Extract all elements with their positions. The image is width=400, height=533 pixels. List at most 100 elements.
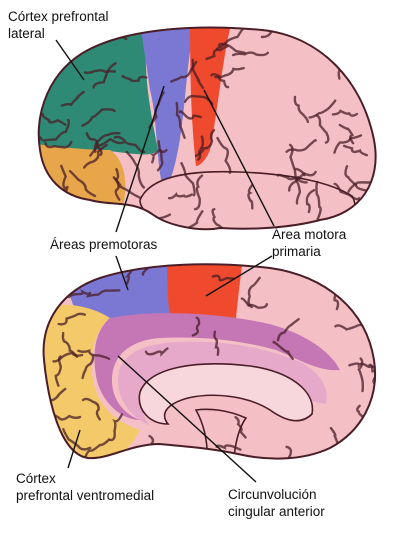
leader-lines — [55, 39, 275, 483]
gyrus-fold — [276, 318, 300, 342]
leader-premotor-bottom — [115, 255, 129, 291]
gyrus-fold — [305, 189, 316, 214]
gyrus-fold — [196, 135, 205, 161]
leader-ventromedial — [67, 429, 81, 469]
gyrus-fold — [54, 355, 63, 387]
motor-region-top — [190, 27, 232, 166]
gyrus-fold — [293, 168, 302, 205]
gyrus-fold — [57, 312, 86, 326]
gyrus-fold — [247, 184, 254, 210]
gyrus-fold — [41, 112, 67, 126]
gyrus-fold — [144, 347, 169, 357]
gyrus-fold — [81, 397, 101, 421]
medial-brain-outline — [42, 263, 377, 460]
gyrus-fold — [83, 69, 116, 75]
gyrus-fold — [365, 413, 372, 442]
gyrus-fold — [92, 62, 117, 89]
label-premotor: Áreas premotoras — [50, 236, 157, 253]
gyrus-fold — [344, 165, 368, 192]
label-ventromedial: Córtex prefrontal ventromedial — [16, 470, 154, 504]
gyrus-fold — [52, 351, 84, 363]
gyrus-fold — [247, 276, 261, 309]
gyrus-fold — [331, 109, 359, 117]
gyrus-fold — [217, 42, 246, 54]
gyrus-fold — [193, 174, 204, 211]
gyrus-fold — [75, 266, 109, 275]
gyrus-fold — [86, 289, 121, 298]
gyrus-fold — [68, 169, 97, 198]
corpus-callosum — [138, 363, 314, 425]
label-ventromedial-line1: Córtex — [16, 471, 56, 486]
gyrus-fold — [205, 45, 229, 61]
gyrus-fold — [89, 137, 125, 157]
leader-cingulate — [117, 355, 257, 483]
gyrus-fold — [288, 170, 317, 192]
gyrus-fold — [113, 168, 121, 201]
gyrus-fold — [285, 138, 317, 153]
gyrus-fold — [113, 135, 146, 154]
gyrus-fold — [342, 39, 357, 68]
gyrus-fold — [315, 114, 330, 144]
gyrus-fold — [210, 73, 230, 89]
gyrus-fold — [276, 173, 308, 184]
gyrus-fold — [315, 180, 322, 221]
gyrus-fold — [112, 176, 142, 199]
gyrus-fold — [141, 264, 154, 276]
gyrus-fold — [125, 150, 145, 189]
gyrus-fold — [216, 136, 232, 174]
gyrus-fold — [272, 340, 294, 360]
gyrus-fold — [178, 110, 202, 120]
gyrus-fold — [333, 134, 363, 154]
gyrus-fold — [293, 95, 310, 124]
gyrus-fold — [42, 118, 70, 142]
label-motor-primary: Área motora primaria — [272, 226, 346, 260]
gyrus-fold — [349, 64, 367, 82]
gyrus-fold — [170, 60, 198, 83]
gyrus-fold — [211, 208, 225, 230]
motor-region-bottom — [167, 264, 244, 320]
gyrus-fold — [149, 148, 168, 164]
gyrus-fold — [67, 288, 92, 299]
label-motor-primary-line2: primaria — [272, 244, 321, 259]
gyrus-fold — [83, 438, 111, 459]
gyrus-fold — [214, 66, 245, 79]
gyrus-fold — [121, 74, 148, 83]
gyrus-fold — [357, 357, 365, 393]
leader-motor-top — [203, 89, 275, 227]
gyrus-fold — [83, 143, 108, 169]
gyrus-fold — [66, 197, 84, 225]
gyrus-fold — [285, 445, 297, 459]
gyrus-fold — [358, 445, 376, 459]
gyrus-fold — [81, 108, 116, 127]
gyrus-fold — [332, 276, 364, 286]
medial-brain — [42, 263, 377, 460]
premotor-region-top — [140, 27, 196, 190]
label-prefrontal-lateral-line2: lateral — [8, 26, 45, 41]
label-ventromedial-line2: prefrontal ventromedial — [16, 488, 155, 503]
gyrus-fold — [288, 143, 306, 177]
gyrus-fold — [347, 181, 376, 193]
gyrus-fold — [215, 444, 242, 451]
gyrus-fold — [211, 274, 235, 282]
gyrus-fold — [234, 416, 247, 439]
gyrus-fold — [93, 132, 121, 153]
gyrus-fold — [167, 192, 194, 200]
gyrus-fold — [62, 427, 92, 451]
gyrus-fold — [60, 90, 85, 107]
gyrus-fold — [338, 447, 366, 457]
gyrus-fold — [180, 162, 196, 197]
gyrus-fold — [194, 129, 216, 158]
lateral-brain-outline — [37, 26, 377, 231]
gyrus-fold — [213, 330, 220, 356]
leader-prefrontal-lateral — [55, 39, 85, 81]
gyrus-fold — [38, 118, 43, 141]
label-prefrontal-lateral-line1: Córtex prefrontal — [8, 9, 109, 24]
label-cingulate-line1: Circunvolución — [228, 487, 317, 502]
limbic-inner-region — [118, 341, 327, 426]
label-premotor-text: Áreas premotoras — [50, 237, 158, 252]
gyrus-fold — [175, 101, 186, 139]
gyrus-fold — [44, 140, 73, 149]
gyrus-fold — [353, 289, 368, 311]
